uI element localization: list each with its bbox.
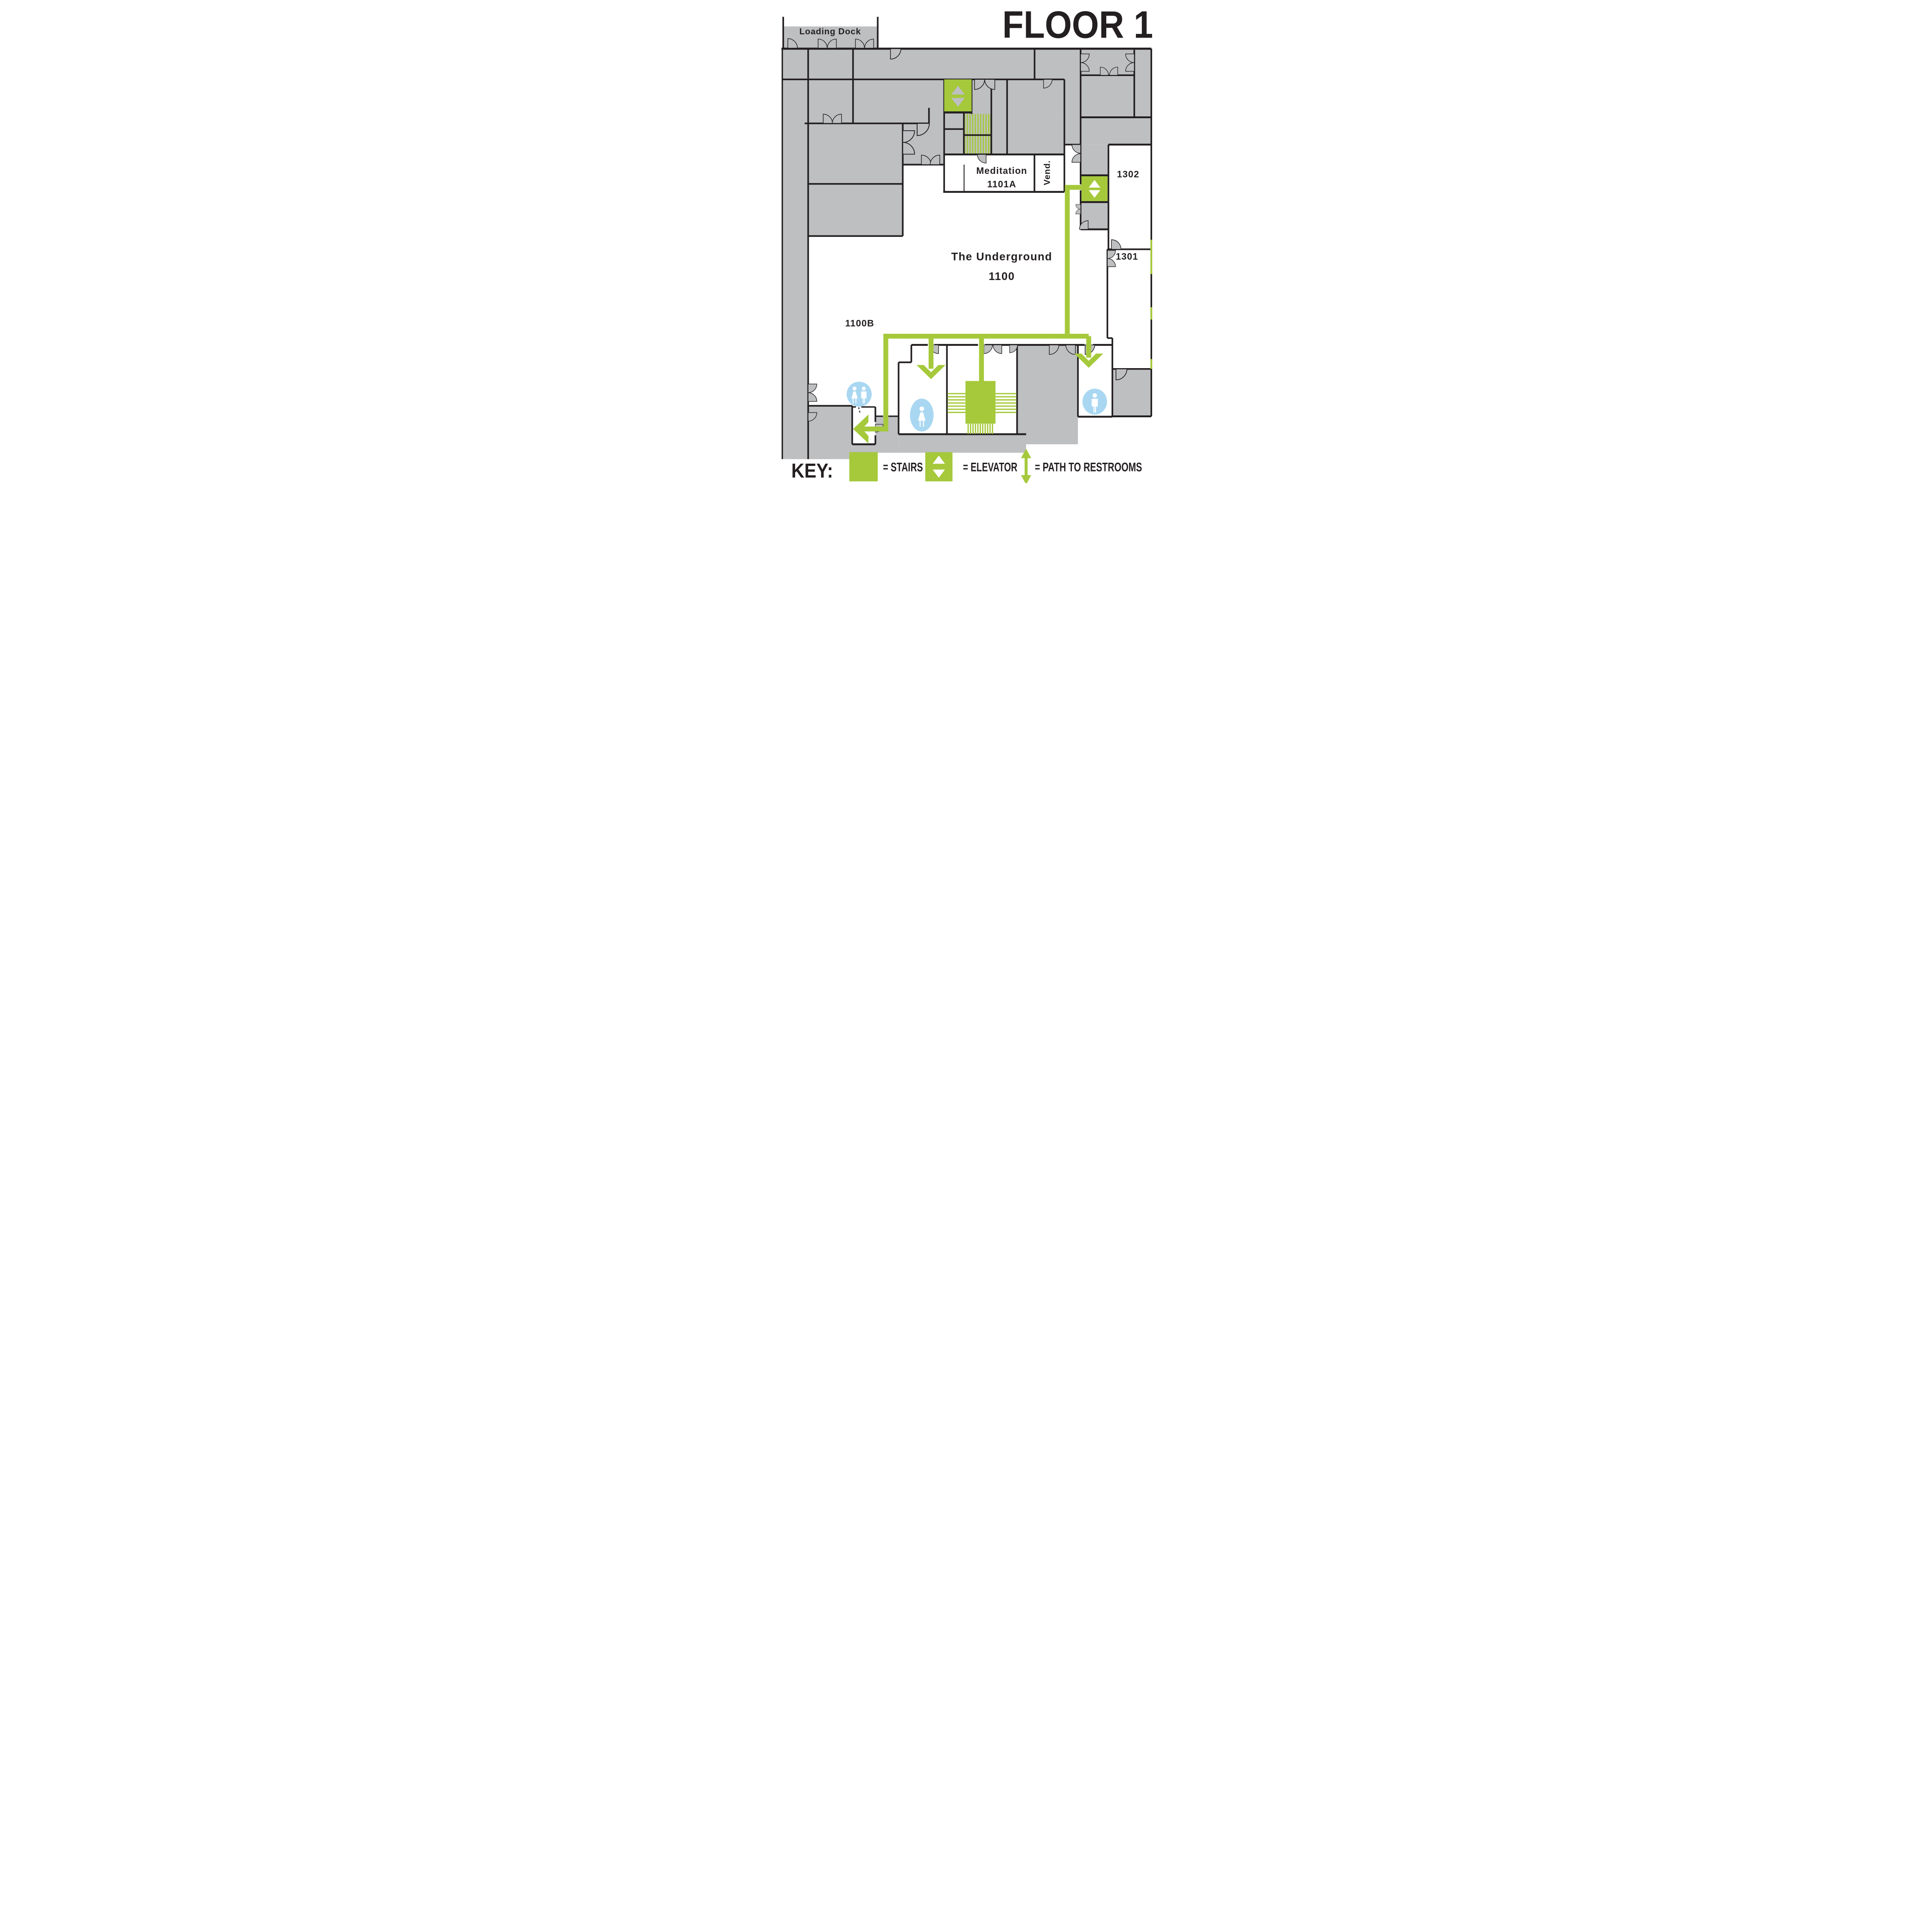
key-stairs-label: = STAIRS	[883, 460, 923, 474]
key-stairs-swatch	[849, 452, 878, 482]
womens-restroom-icon	[910, 398, 934, 432]
elevator-up-down-icon	[1088, 180, 1100, 198]
arrowhead-down-men	[1074, 353, 1103, 368]
label-vending: Vend.	[1042, 160, 1052, 185]
label-underground-number: 1100	[988, 270, 1015, 283]
page-title: FLOOR 1	[1002, 3, 1153, 46]
key-elevator-label: = ELEVATOR	[963, 460, 1017, 474]
label-underground: The Underground	[951, 250, 1052, 263]
elevator-mid-right	[1080, 174, 1109, 203]
key-title: KEY:	[791, 459, 833, 482]
label-meditation: Meditation	[976, 166, 1027, 176]
arrowhead-down-women	[916, 365, 945, 379]
key-path-label: = PATH TO RESTROOMS	[1034, 460, 1141, 474]
dashed-connector	[856, 400, 861, 414]
key-elevator-swatch	[925, 452, 952, 482]
key-path-arrow	[1020, 448, 1031, 483]
label-room-1100b: 1100B	[845, 319, 874, 329]
label-room-1302: 1302	[1116, 170, 1139, 180]
stairs-central	[947, 381, 1016, 434]
floor-plan-page: FLOOR 1 Loading Dock Meditation 1101A Ve…	[725, 0, 1208, 483]
label-room-1301: 1301	[1116, 252, 1138, 262]
path-to-restrooms	[853, 185, 1152, 444]
label-loading-dock: Loading Dock	[799, 26, 861, 36]
unisex-restroom-icon	[846, 382, 872, 407]
elevator-upper	[944, 79, 972, 114]
label-meditation-number: 1101A	[987, 179, 1016, 190]
arrowhead-left	[853, 414, 868, 444]
floor-plan-canvas: FLOOR 1 Loading Dock Meditation 1101A Ve…	[781, 3, 1153, 483]
elevator-up-down-icon	[951, 86, 965, 107]
map-key: KEY: = STAIRS = ELEVATOR = PATH TO RESTR…	[791, 448, 1142, 483]
mens-restroom-icon	[1082, 389, 1107, 415]
